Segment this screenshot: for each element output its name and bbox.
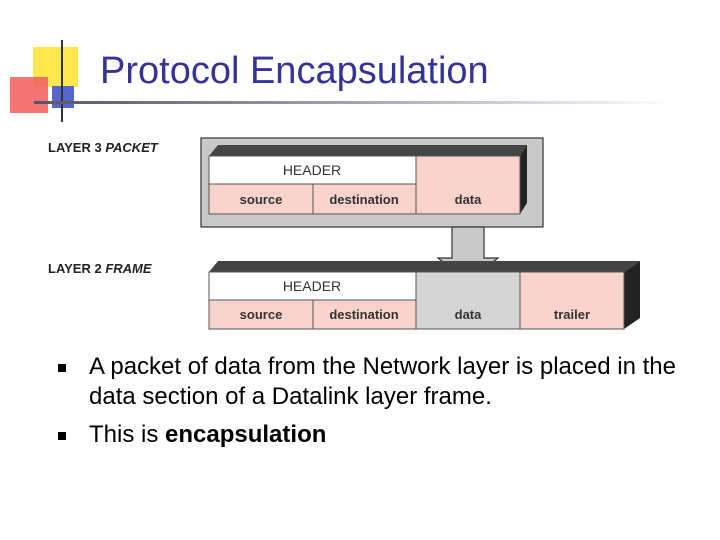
packet-data-label: data <box>455 192 483 207</box>
frame-trailer-label: trailer <box>554 307 590 322</box>
frame-top-bevel <box>209 261 640 272</box>
bullet-emphasis: encapsulation <box>165 421 327 448</box>
frame-data-label: data <box>455 307 483 322</box>
square-bullet-icon <box>58 364 66 372</box>
bullet-list: A packet of data from the Network layer … <box>58 352 678 458</box>
frame-header-cell <box>208 271 417 301</box>
packet-source-label: source <box>240 192 283 207</box>
packet-destination-label: destination <box>329 192 398 207</box>
frame-data-cell <box>415 271 521 330</box>
bullet-text: A packet of data from the Network layer … <box>89 353 676 410</box>
red-square <box>10 77 48 113</box>
packet-top-bevel <box>209 145 527 156</box>
vertical-line <box>61 40 63 122</box>
title-underline <box>34 101 674 104</box>
square-bullet-icon <box>58 432 66 440</box>
frame-source-label: source <box>240 307 283 322</box>
packet-header-label: HEADER <box>283 162 341 178</box>
packet-source-cell <box>208 183 314 215</box>
layer3-packet: HEADER source destination data <box>200 137 544 228</box>
encapsulation-diagram: LAYER 3 PACKET LAYER 2 FRAME HEADER sour… <box>48 137 640 330</box>
layer3-label: LAYER 3 PACKET <box>48 140 159 155</box>
frame-header-label: HEADER <box>283 278 341 294</box>
corner-decoration <box>0 0 110 122</box>
frame-destination-label: destination <box>329 307 398 322</box>
page-title: Protocol Encapsulation <box>100 50 489 92</box>
frame-side-bevel <box>624 261 640 329</box>
frame-source-cell <box>208 299 314 330</box>
frame-destination-cell <box>312 299 417 330</box>
packet-side-bevel <box>520 145 527 214</box>
bullet-item: This is encapsulation <box>58 420 678 450</box>
layer2-frame: HEADER source destination data trailer <box>208 261 640 330</box>
packet-header-cell <box>208 155 417 185</box>
packet-destination-cell <box>312 183 417 215</box>
layer2-label: LAYER 2 FRAME <box>48 261 152 276</box>
bullet-item: A packet of data from the Network layer … <box>58 352 678 412</box>
frame-trailer-cell <box>519 271 625 330</box>
bullet-text: This is <box>89 421 166 448</box>
